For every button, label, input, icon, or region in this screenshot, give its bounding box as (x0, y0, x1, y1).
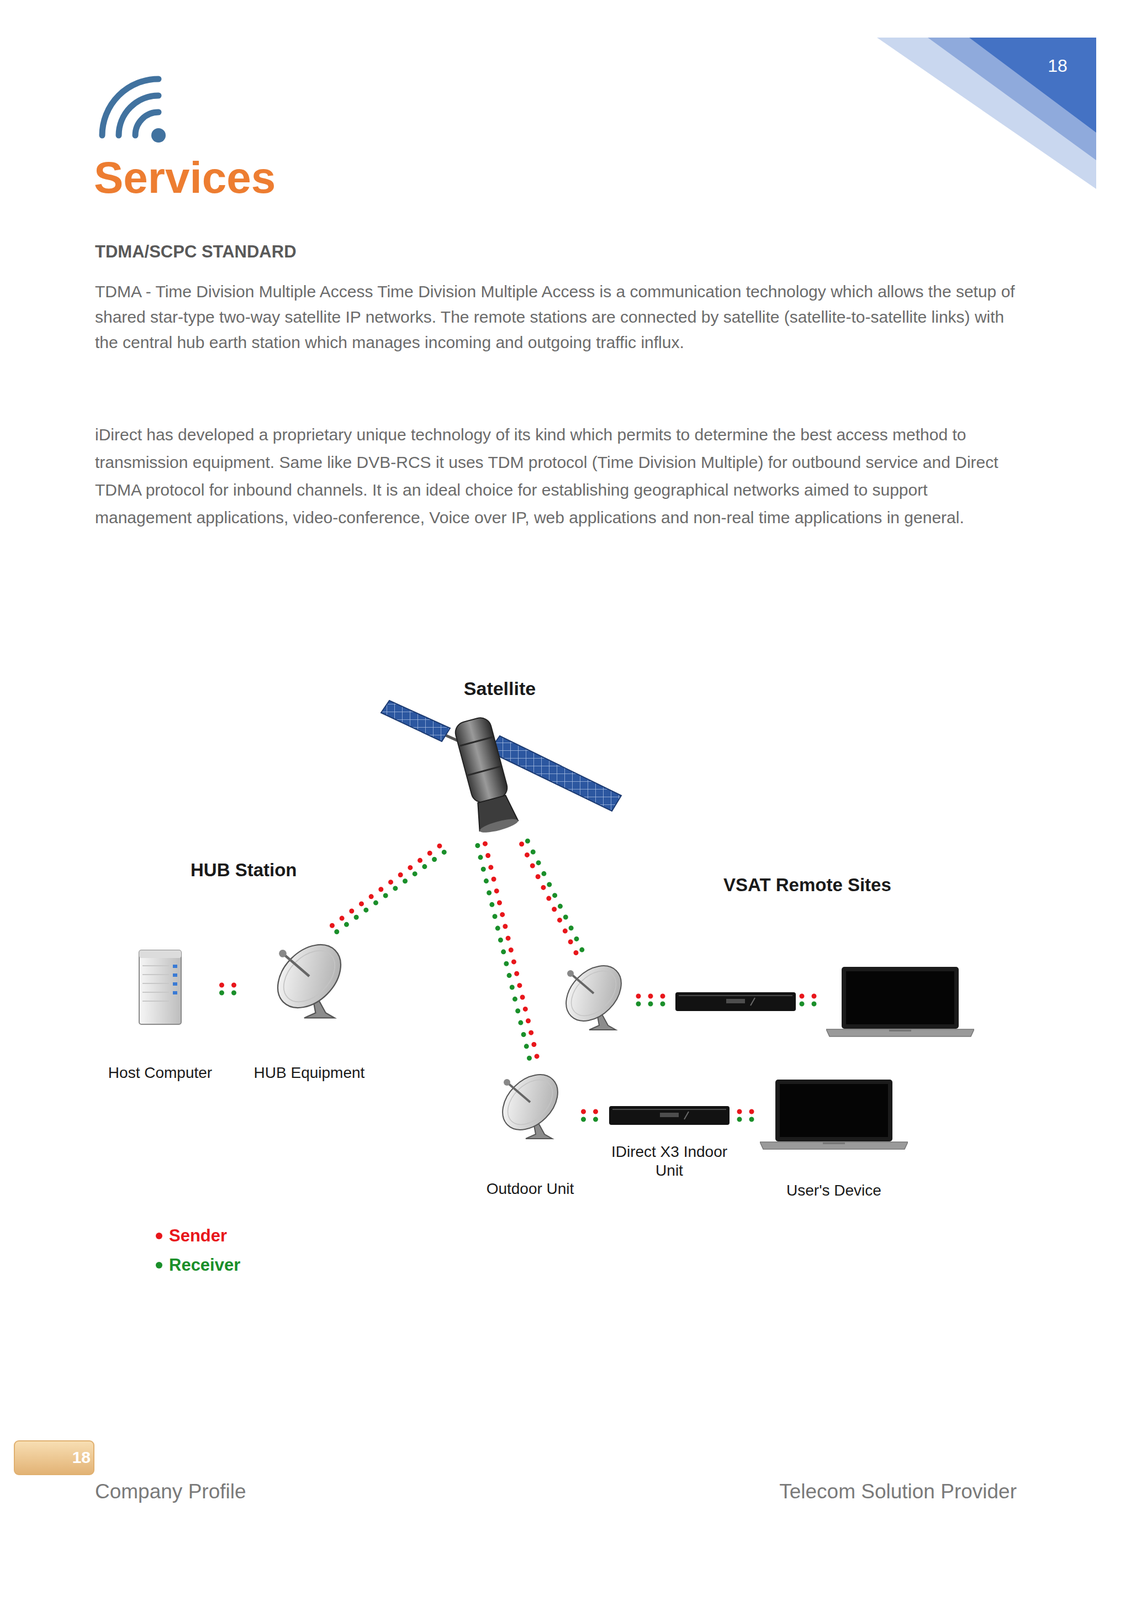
body-paragraph: TDMA - Time Division Multiple Access Tim… (94, 278, 1021, 356)
corner-triangle (927, 37, 1097, 161)
page-number: 18 (1043, 55, 1072, 77)
laptop-icon (759, 1079, 908, 1149)
satellite-body (451, 714, 520, 835)
wifi-icon (102, 78, 166, 143)
receiver-dots (739, 1116, 753, 1122)
group-label: HUB Station (190, 858, 298, 881)
hub-dish-icon (265, 932, 353, 1020)
receiver-dots (527, 840, 586, 957)
section-heading: TDMA/SCPC STANDARD (94, 241, 297, 262)
signal-dots (521, 840, 823, 1004)
host-computer-icon (139, 949, 182, 1024)
group-label: VSAT Remote Sites (723, 873, 892, 896)
indoor-unit-icon (609, 1105, 730, 1125)
node-label: Host Computer (108, 1063, 213, 1082)
node-label: User's Device (786, 1180, 882, 1200)
sender-dots (739, 1108, 753, 1114)
sender-dots (521, 843, 580, 960)
nozzle-rim (478, 816, 520, 835)
solar-panel (381, 700, 451, 742)
node-label: IDirect X3 Indoor Unit (608, 1142, 731, 1180)
body-cylinder (452, 715, 510, 805)
body-paragraph: iDirect has developed a proprietary uniq… (94, 420, 1021, 532)
satellite-illustration (381, 700, 622, 835)
page-title: Services (93, 155, 276, 200)
sender-dots (222, 982, 245, 988)
remote-dish-icon (555, 954, 633, 1032)
wifi-arc (135, 112, 159, 136)
footer-text: Telecom Solution Provider (779, 1478, 1017, 1504)
legend-text: Receiver (168, 1254, 241, 1276)
corner-triangle (876, 37, 1097, 189)
indoor-unit-icon (675, 991, 796, 1011)
wifi-dot (151, 128, 166, 143)
signal-link (222, 984, 245, 993)
sender-dots (583, 1108, 600, 1114)
satellite-node: Satellite (375, 674, 625, 841)
page-number: 18 (65, 1446, 91, 1468)
signal-link (583, 1111, 600, 1119)
legend-text: Sender (168, 1224, 227, 1246)
signal-link (739, 1111, 753, 1119)
remote-dish-icon (492, 1063, 569, 1141)
node-label: Satellite (463, 677, 536, 700)
sender-dots (331, 839, 448, 926)
sender-dots (801, 993, 823, 999)
legend-swatch (155, 1261, 163, 1268)
wifi-arc (118, 95, 159, 136)
user-device-node: User's Device (756, 1074, 912, 1202)
legend-row: Receiver (155, 1254, 241, 1276)
footer-text: Company Profile (94, 1478, 247, 1504)
body-ring (460, 736, 501, 775)
corner-triangle (969, 37, 1097, 133)
hub-equipment-node: HUB Equipment (248, 930, 371, 1085)
outdoor-unit-node: Outdoor Unit (481, 1067, 580, 1201)
laptop-icon (826, 966, 975, 1037)
indoor-unit-node: IDirect X3 Indoor Unit (603, 1098, 736, 1182)
wifi-arc (102, 78, 159, 136)
node-label: Outdoor Unit (486, 1179, 575, 1198)
receiver-dots (336, 846, 453, 932)
signal-link (477, 843, 539, 1065)
receiver-dots (477, 844, 532, 1065)
corner-decoration (876, 37, 1097, 189)
receiver-dots (638, 1001, 672, 1007)
receiver-dots (222, 990, 245, 996)
sender-dots (484, 843, 539, 1063)
legend-row: Sender (155, 1224, 227, 1246)
solar-panel (488, 735, 622, 811)
page-badge (14, 1440, 94, 1474)
legend-swatch (155, 1232, 163, 1239)
receiver-dots (801, 1001, 823, 1007)
receiver-dots (583, 1116, 600, 1122)
sender-dots (638, 993, 672, 999)
signal-link (331, 839, 452, 932)
host-computer-node: Host Computer (102, 943, 219, 1085)
node-label: HUB Equipment (254, 1063, 366, 1082)
